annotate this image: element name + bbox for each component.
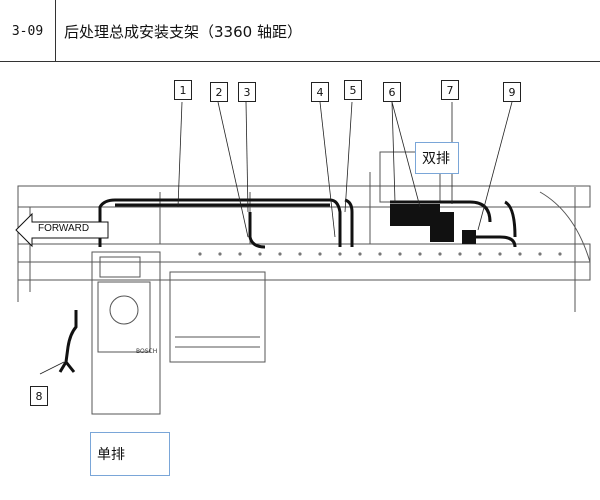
callout-1: 1 — [174, 80, 192, 100]
callout-9: 9 — [503, 82, 521, 102]
page-title: 后处理总成安装支架（3360 轴距） — [64, 22, 302, 41]
def-tank — [91, 251, 161, 415]
callout-4: 4 — [311, 82, 329, 102]
step-box — [169, 271, 266, 363]
callout-5: 5 — [344, 80, 362, 100]
callout-6: 6 — [383, 82, 401, 102]
callout-8: 8 — [30, 386, 48, 406]
arrow-left-icon — [15, 212, 109, 248]
forward-label: FORWARD — [38, 223, 90, 234]
mount-components — [390, 204, 476, 244]
bosch-logo: BOSCH — [136, 348, 158, 355]
single-row-label: 单排 — [90, 432, 170, 476]
section-code: 3-09 — [0, 0, 56, 62]
callout-2: 2 — [210, 82, 228, 102]
technical-drawing: FORWARD 双排 单排 BOSCH 1 2 3 4 5 6 7 9 8 — [0, 62, 600, 496]
callout-3: 3 — [238, 82, 256, 102]
double-row-label: 双排 — [415, 142, 459, 174]
chassis-illustration — [17, 101, 591, 415]
callout-7: 7 — [441, 80, 459, 100]
page-header: 3-09 后处理总成安装支架（3360 轴距） — [0, 0, 600, 62]
forward-arrow: FORWARD — [14, 212, 110, 248]
frame-rivets — [198, 252, 562, 256]
upper-frame-rail — [17, 185, 591, 208]
aftertreatment-harness — [58, 198, 517, 373]
